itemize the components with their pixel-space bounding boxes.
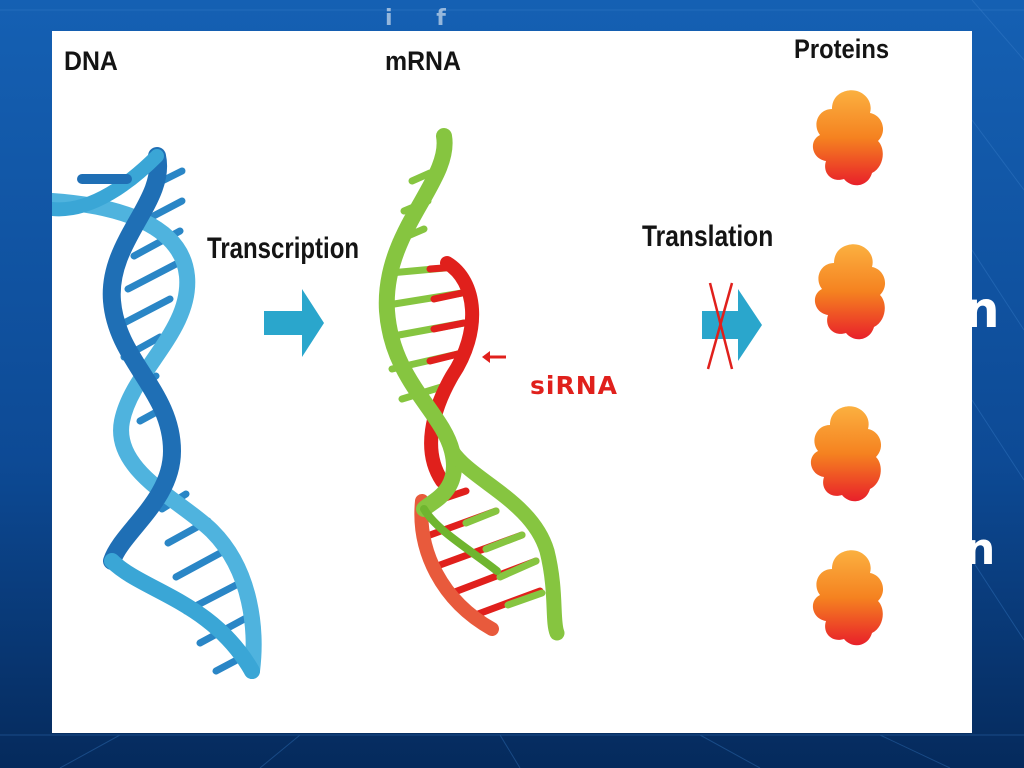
protein-blob-icon [812, 90, 884, 186]
background-slide-text: i f [385, 6, 464, 31]
protein-blob-icon [810, 406, 882, 502]
diagram-panel: DNA mRNA Proteins Transcription Translat… [52, 31, 972, 733]
mrna-label: mRNA [385, 46, 461, 76]
sirna-label: siRNA [530, 371, 618, 400]
protein-blob-icon [812, 550, 884, 646]
sirna-pointer-arrow-icon [482, 351, 506, 363]
translation-label: Translation [642, 220, 774, 253]
blocked-x-icon [706, 282, 734, 370]
rnai-diagram [52, 90, 886, 679]
mrna-sirna-duplex-icon [378, 128, 565, 641]
transcription-label: Transcription [207, 232, 360, 265]
dna-helix-icon [52, 147, 262, 679]
translation-arrow-icon [702, 289, 762, 361]
dna-label: DNA [64, 46, 118, 76]
protein-blob-icon [814, 244, 886, 340]
transcription-arrow-icon [264, 289, 324, 357]
proteins-label: Proteins [794, 34, 890, 64]
